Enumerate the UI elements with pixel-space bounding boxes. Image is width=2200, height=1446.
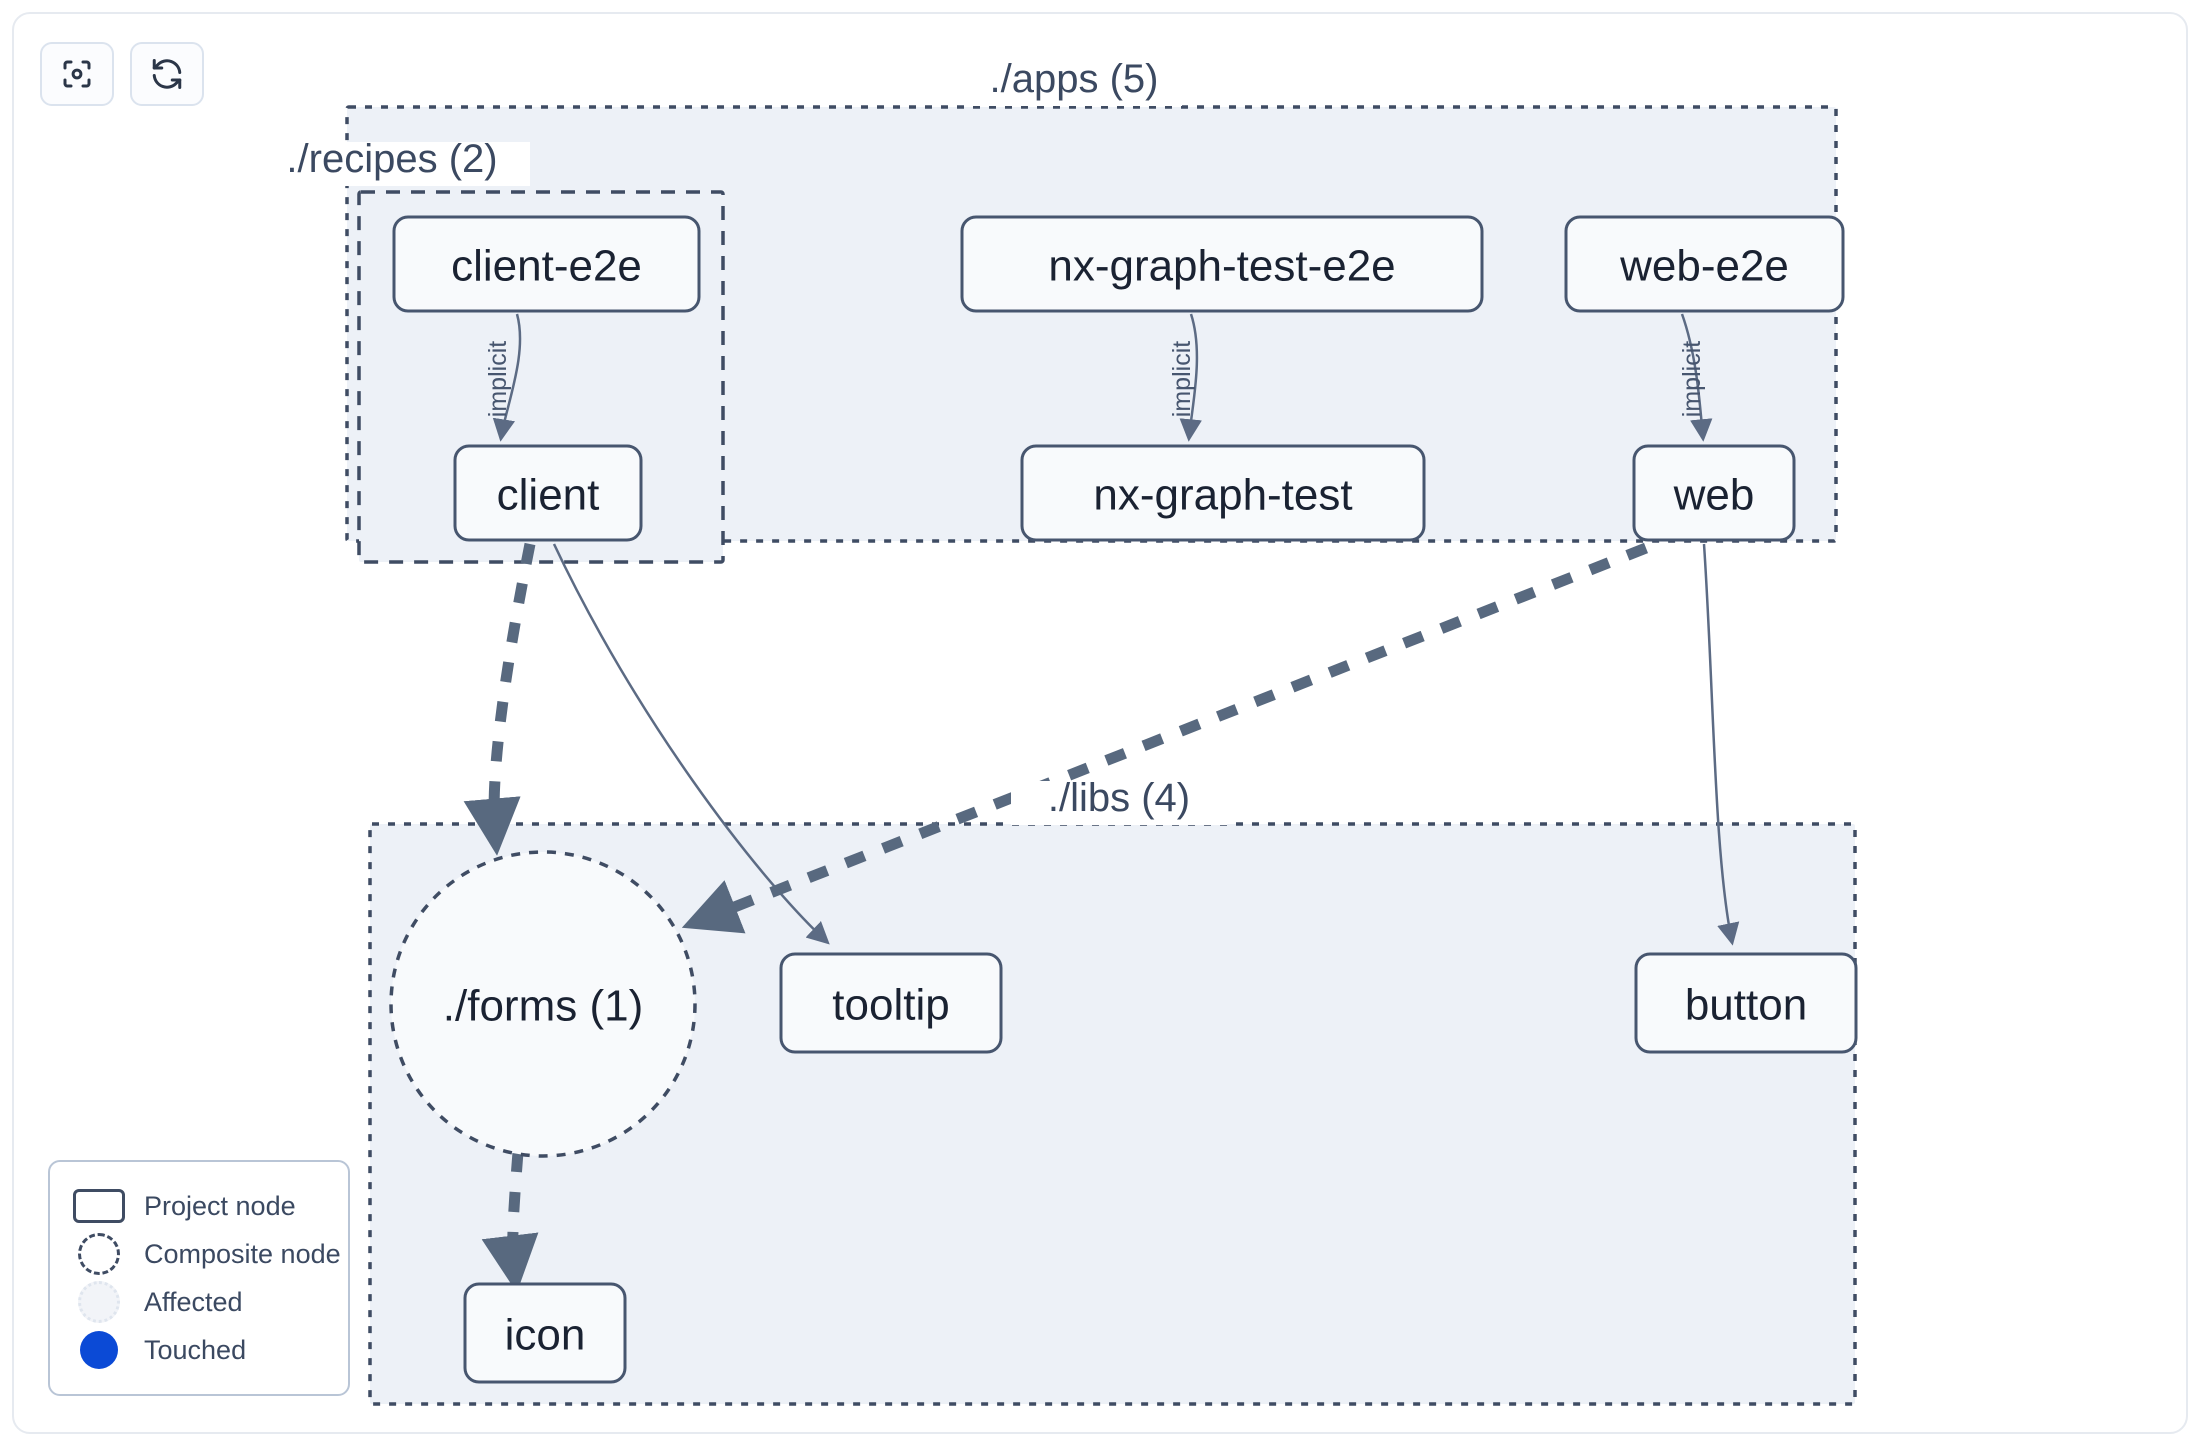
- project-graph[interactable]: implicit implicit implicit client-e2e nx-gr…: [14, 14, 2188, 1434]
- group-label-recipes: ./recipes (2): [286, 137, 497, 181]
- edge-client-to-tooltip: [552, 543, 830, 945]
- legend-item-label: Project node: [144, 1190, 296, 1221]
- refresh-icon: [149, 56, 185, 92]
- node-nx-graph-test[interactable]: nx-graph-test: [1020, 444, 1426, 542]
- legend-item: Project node: [72, 1182, 326, 1230]
- project-node-swatch: [72, 1189, 126, 1223]
- edge-client-to-forms: [463, 542, 536, 856]
- legend-item-label: Touched: [144, 1334, 247, 1365]
- edge-web-to-forms: [681, 542, 1649, 934]
- touched-swatch: [72, 1331, 126, 1369]
- edge-forms-to-icon: [481, 1151, 539, 1293]
- group-label-apps: ./apps (5): [990, 57, 1159, 101]
- node-nx-graph-test-e2e[interactable]: nx-graph-test-e2e: [960, 215, 1484, 313]
- legend-item: Affected: [72, 1278, 326, 1326]
- node-label: web: [1673, 471, 1755, 520]
- edge-label-implicit: implicit: [484, 341, 512, 417]
- group-labels: ./apps (5) ./recipes (2) ./libs (4): [254, 57, 1227, 825]
- legend-item-label: Affected: [144, 1286, 243, 1317]
- node-web[interactable]: web: [1632, 444, 1796, 542]
- edge-web-to-button: [1702, 543, 1740, 946]
- node-button[interactable]: button: [1634, 952, 1858, 1054]
- composite-node-swatch: [72, 1233, 126, 1275]
- affected-swatch: [72, 1281, 126, 1323]
- node-forms[interactable]: ./forms (1): [389, 850, 697, 1158]
- focus-target-icon: [59, 56, 95, 92]
- edge-web-e2e-to-web: [1680, 313, 1713, 442]
- group-label-libs: ./libs (4): [1048, 776, 1190, 820]
- graph-nodes[interactable]: client-e2e nx-graph-test-e2e web-e2e client…: [389, 215, 1858, 1384]
- legend-item: Composite node: [72, 1230, 341, 1278]
- node-tooltip[interactable]: tooltip: [779, 952, 1003, 1054]
- node-label: nx-graph-test-e2e: [1048, 242, 1395, 291]
- edge-label-implicit: implicit: [1168, 341, 1196, 417]
- graph-legend: Project node Composite node Affected Tou…: [48, 1160, 350, 1396]
- legend-item: Touched: [72, 1326, 326, 1374]
- node-label: ./forms (1): [443, 982, 643, 1031]
- node-client[interactable]: client: [453, 444, 643, 542]
- node-label: nx-graph-test: [1093, 471, 1352, 520]
- node-icon[interactable]: icon: [463, 1282, 627, 1384]
- legend-item-label: Composite node: [144, 1238, 341, 1269]
- node-label: client-e2e: [451, 242, 642, 291]
- node-label: tooltip: [832, 981, 949, 1030]
- node-label: icon: [505, 1311, 586, 1360]
- edge-label-implicit: implicit: [1678, 341, 1706, 417]
- graph-edges: implicit implicit implicit: [463, 313, 1740, 1293]
- edge-client-e2e-to-client: [492, 313, 522, 442]
- graph-viewport[interactable]: implicit implicit implicit client-e2e nx-gr…: [12, 12, 2188, 1434]
- node-label: web-e2e: [1619, 242, 1789, 291]
- node-label: button: [1685, 981, 1807, 1030]
- refresh-graph-button[interactable]: [130, 42, 204, 106]
- edge-nx-graph-test-e2e-to-nx-graph-test: [1179, 313, 1202, 442]
- node-web-e2e[interactable]: web-e2e: [1564, 215, 1845, 313]
- node-client-e2e[interactable]: client-e2e: [392, 215, 701, 313]
- focus-graph-button[interactable]: [40, 42, 114, 106]
- node-label: client: [497, 471, 600, 520]
- graph-toolbar: [40, 42, 204, 106]
